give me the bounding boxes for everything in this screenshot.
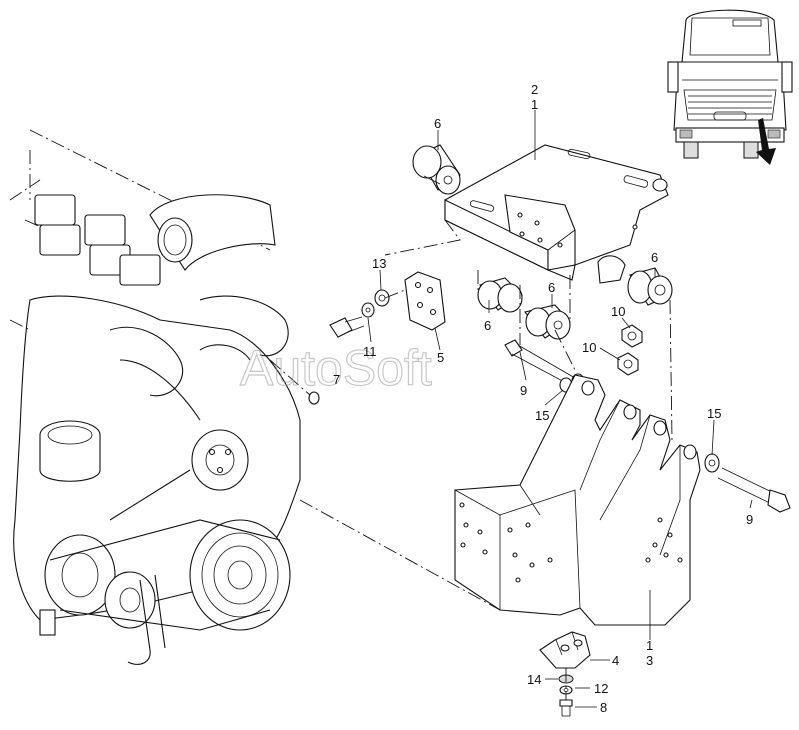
callout-1-top: 1 xyxy=(531,97,538,112)
callout-13: 13 xyxy=(372,256,386,271)
bolt-part-7 xyxy=(329,316,365,338)
callout-6-left: 6 xyxy=(434,116,441,131)
nut-part-10-b xyxy=(617,352,639,376)
callout-6-b1: 6 xyxy=(484,318,491,333)
leader-lines xyxy=(367,110,753,708)
callout-12: 12 xyxy=(594,681,608,696)
callout-14: 14 xyxy=(527,672,541,687)
callout-10-a: 10 xyxy=(611,304,625,319)
bolt-part-9-b xyxy=(717,467,791,513)
callout-6-b2: 6 xyxy=(548,280,555,295)
callout-labels: 2 1 6 6 6 6 13 11 5 7 10 10 9 15 15 9 1 … xyxy=(333,82,753,715)
callout-10-b: 10 xyxy=(582,340,596,355)
foot-bracket-part-4 xyxy=(539,631,591,669)
callout-9-b: 9 xyxy=(746,512,753,527)
location-arrow-icon xyxy=(756,118,776,165)
callout-7: 7 xyxy=(333,372,340,387)
callout-1-bottom: 1 xyxy=(646,638,653,653)
plate-part-5 xyxy=(404,271,446,331)
washer-part-15-b xyxy=(704,453,720,473)
nut-part-10-a xyxy=(621,324,643,348)
callout-6-right: 6 xyxy=(651,250,658,265)
bushing-part-6-left xyxy=(412,144,461,195)
bolt-part-8 xyxy=(559,699,573,717)
washer-part-11 xyxy=(361,302,375,318)
callout-11: 11 xyxy=(363,344,377,359)
truck-front-icon xyxy=(667,2,797,177)
callout-15-a: 15 xyxy=(535,408,549,423)
callout-15-b: 15 xyxy=(707,406,721,421)
callout-2: 2 xyxy=(531,82,538,97)
bushing-part-6-b1 xyxy=(477,277,523,313)
bushing-part-6-right xyxy=(627,267,673,306)
bushing-part-6-b2 xyxy=(524,304,571,340)
engine-illustration xyxy=(9,129,501,665)
callout-8: 8 xyxy=(600,700,607,715)
washer-engine-side xyxy=(308,391,320,405)
callout-9-a: 9 xyxy=(520,383,527,398)
watermark-text: AutoSoft xyxy=(240,340,432,396)
callout-3: 3 xyxy=(646,653,653,668)
upper-bracket xyxy=(444,144,669,284)
callout-5: 5 xyxy=(437,350,444,365)
washer-part-13 xyxy=(374,289,390,307)
lower-bracket xyxy=(454,374,701,626)
callout-4: 4 xyxy=(612,653,619,668)
